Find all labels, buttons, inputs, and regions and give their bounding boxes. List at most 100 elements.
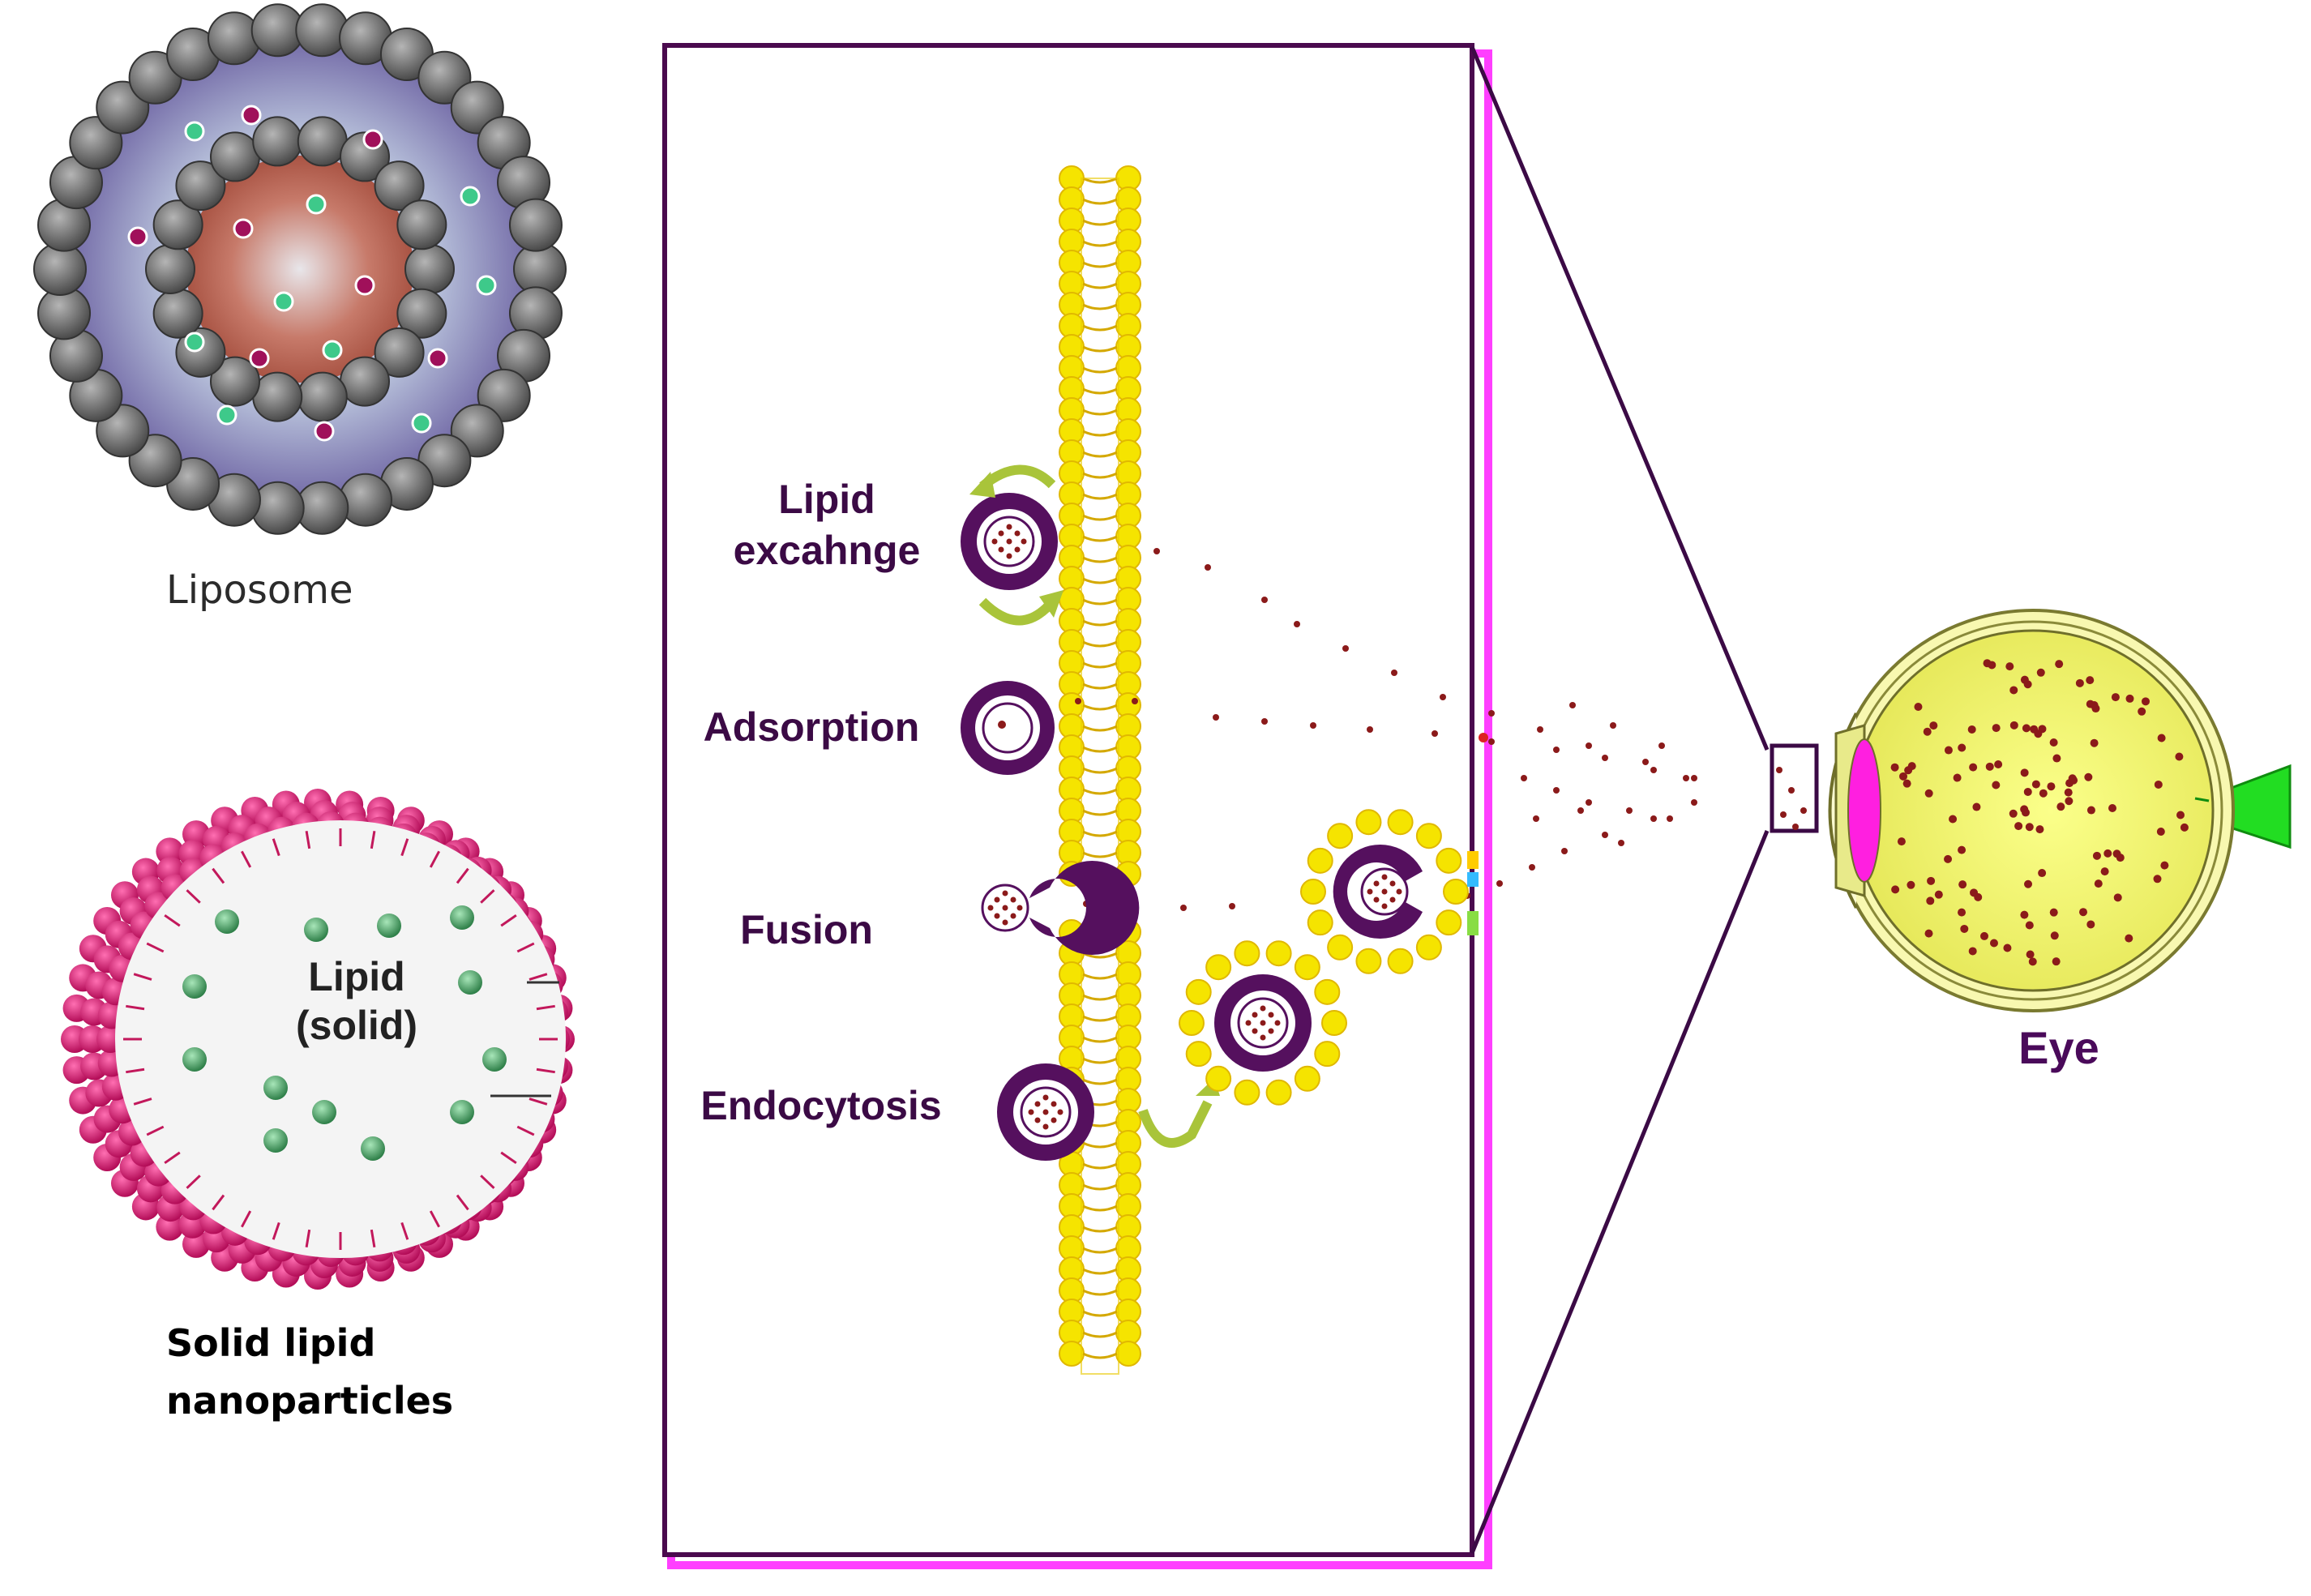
drug-dot — [2111, 693, 2120, 702]
lipid-tail — [400, 838, 409, 857]
drug-dot — [2125, 934, 2133, 943]
drug-dot — [1261, 597, 1268, 603]
drug-dot — [1367, 726, 1373, 733]
drug-dot — [2020, 675, 2029, 684]
drug-dot — [1533, 815, 1539, 822]
drug-dot — [2153, 875, 2162, 884]
membrane-tail — [1082, 472, 1118, 479]
drug-dot — [2024, 879, 2033, 888]
eye-vitreous — [1851, 629, 2215, 992]
liposome — [33, 3, 567, 535]
lipid-tail — [126, 1004, 145, 1011]
drug-dot — [1992, 781, 2001, 789]
drug-dot — [1650, 815, 1657, 822]
membrane-tail — [1082, 240, 1118, 247]
membrane-tail — [1082, 345, 1118, 353]
liposome-label: Liposome — [166, 567, 353, 613]
drug-dot — [1310, 722, 1316, 729]
membrane-head — [1294, 1065, 1320, 1092]
liposome-aqueous-core — [186, 156, 413, 383]
drug-dot — [2026, 950, 2035, 959]
membrane-tail — [1082, 704, 1118, 711]
drug-dot — [1488, 710, 1495, 717]
sln-drug-molecules — [182, 905, 507, 1161]
drug-dot — [1440, 694, 1446, 700]
lipid-tail — [536, 1004, 555, 1011]
cell-membrane — [1059, 165, 1141, 1375]
drug-dot — [1553, 747, 1560, 753]
drug-dot — [1132, 698, 1138, 704]
drug-dot — [1389, 880, 1396, 887]
drug-dot — [1577, 807, 1584, 814]
lipid-tail — [429, 1210, 440, 1228]
membrane-tail — [1082, 1247, 1118, 1254]
drug-dot — [1985, 762, 1994, 771]
drug-dot — [1967, 725, 1976, 734]
drug-dot — [1949, 815, 1958, 824]
membrane-tail — [1082, 1268, 1118, 1275]
membrane-tail — [1082, 809, 1118, 816]
membrane-tail — [1082, 1162, 1118, 1170]
fusion-vesicle — [981, 861, 1140, 955]
drug-dot — [2049, 738, 2058, 747]
drug-dot — [1002, 919, 1008, 926]
lipid-tail — [133, 973, 152, 981]
drug-dot — [1972, 802, 1981, 811]
membrane-tail — [1082, 1141, 1118, 1149]
drug-dot — [2009, 721, 2018, 730]
drug-dot — [1958, 845, 1966, 854]
lipid-exchange-label: Lipid excahnge — [705, 474, 948, 576]
drug-dot — [1944, 746, 1953, 755]
drug-molecule — [216, 404, 238, 426]
membrane-head — [1415, 934, 1442, 961]
drug-molecule — [322, 340, 343, 361]
drug-dot — [1970, 888, 1979, 897]
drug-dot — [1180, 905, 1187, 911]
membrane-tail — [1082, 1015, 1118, 1022]
drug-dot — [2064, 788, 2073, 797]
membrane-tail — [1082, 1183, 1118, 1191]
eye-zoom-box — [1770, 743, 1819, 833]
drug-molecule — [249, 348, 270, 369]
lipid-tail — [456, 867, 469, 884]
drug-dot — [2141, 697, 2150, 706]
drug-dot — [1373, 880, 1380, 887]
membrane-tail — [1082, 514, 1118, 521]
eye-lens — [1847, 738, 1881, 883]
membrane-tail — [1082, 661, 1118, 669]
lipid-tail — [146, 1125, 165, 1136]
membrane-tail — [1082, 1331, 1118, 1338]
drug-dot — [1529, 864, 1535, 871]
lipid-head — [252, 116, 303, 167]
lipid-tail — [480, 1175, 495, 1189]
drug-dot — [1051, 1101, 1057, 1107]
drug-dot — [2025, 921, 2034, 930]
drug-dot — [1989, 939, 1998, 948]
lipid-head — [340, 356, 390, 407]
lipid-tail — [241, 1210, 252, 1228]
membrane-head — [1443, 879, 1469, 905]
drug-molecule — [241, 105, 262, 126]
membrane-tail — [1082, 619, 1118, 627]
drug-dot — [1924, 929, 1933, 938]
drug-dot — [1691, 775, 1697, 781]
lipid-head — [175, 160, 226, 212]
lipid-tail — [305, 1229, 311, 1248]
drug-dot — [2112, 849, 2121, 858]
drug-dot — [1229, 903, 1235, 909]
drug-dot — [1274, 1020, 1281, 1026]
drug-molecule — [263, 1076, 288, 1100]
drug-dot — [2022, 724, 2031, 733]
drug-dot — [2084, 772, 2093, 781]
drug-molecule — [182, 1047, 207, 1072]
drug-dot — [1245, 1020, 1252, 1026]
sln-label-line2: nanoparticles — [166, 1379, 454, 1423]
drug-dot — [2023, 787, 2032, 796]
drug-dot — [1057, 1109, 1063, 1115]
membrane-tail — [1082, 451, 1118, 458]
drug-dot — [2160, 861, 2169, 870]
membrane-head — [1234, 1079, 1260, 1106]
drug-molecule — [354, 275, 375, 296]
drug-dot — [1042, 1109, 1049, 1115]
membrane-upper-segment — [1059, 165, 1141, 888]
